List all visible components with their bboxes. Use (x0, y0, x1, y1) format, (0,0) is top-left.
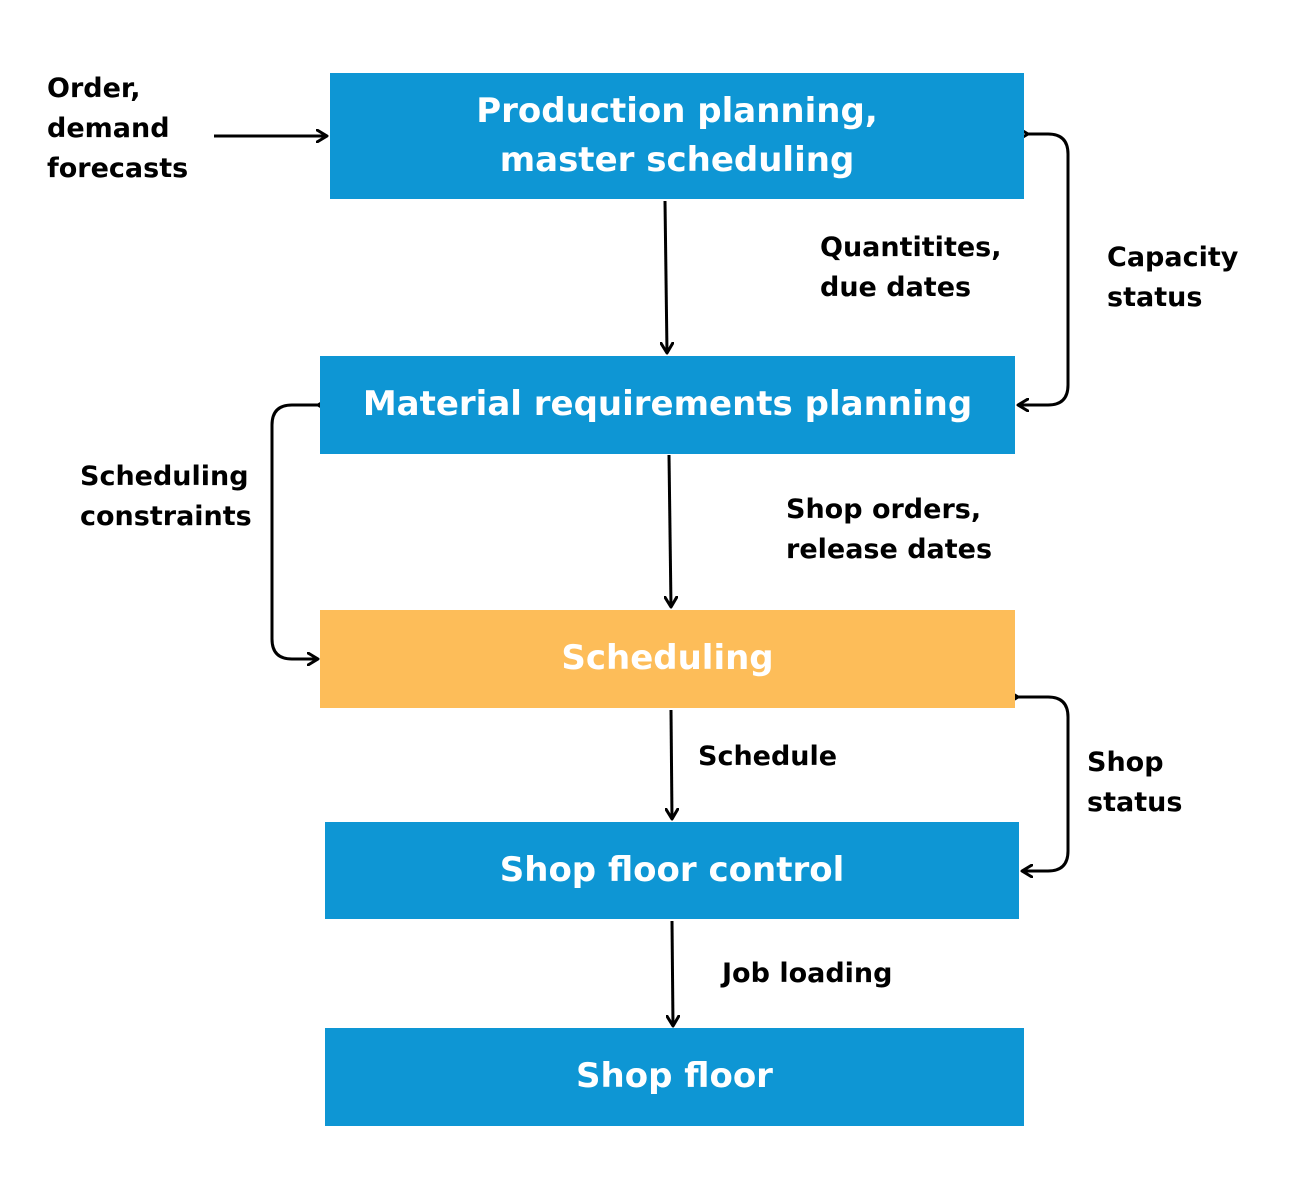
capacity-status-label: Capacity status (1107, 242, 1239, 313)
shop-status-loop (1018, 697, 1070, 871)
scheduling-constraints-label: Scheduling constraints (80, 461, 252, 532)
shop-floor-control-box: Shop floor control (325, 822, 1019, 919)
job-loading-label: Job loading (722, 958, 893, 989)
shop-orders-label: Shop orders, release dates (786, 494, 993, 565)
input-label: Order, demand forecasts (47, 73, 189, 184)
shop-floor-box: Shop floor (325, 1028, 1024, 1126)
arrow-scheduling-to-control (671, 709, 672, 819)
mrp-text: Material requirements planning (362, 384, 973, 425)
quantities-label: Quantitites, due dates (820, 232, 1002, 303)
scheduling-box: Scheduling (320, 610, 1015, 708)
production-planning-box: Production planning, master scheduling (330, 73, 1024, 199)
scheduling-constraints-loop (270, 405, 318, 659)
production-planning-text: Production planning, master scheduling (476, 90, 878, 180)
arrow-planning-to-mrp (665, 200, 667, 353)
schedule-label: Schedule (698, 741, 838, 772)
scheduling-text: Scheduling (561, 638, 774, 679)
mrp-box: Material requirements planning (320, 356, 1015, 454)
arrow-control-to-shop-floor (672, 920, 673, 1026)
shop-status-label: Shop status (1087, 747, 1183, 818)
arrow-mrp-to-scheduling (669, 454, 671, 607)
capacity-status-loop (1018, 134, 1070, 405)
shop-floor-control-text: Shop floor control (499, 849, 845, 890)
shop-floor-text: Shop floor (576, 1056, 773, 1097)
